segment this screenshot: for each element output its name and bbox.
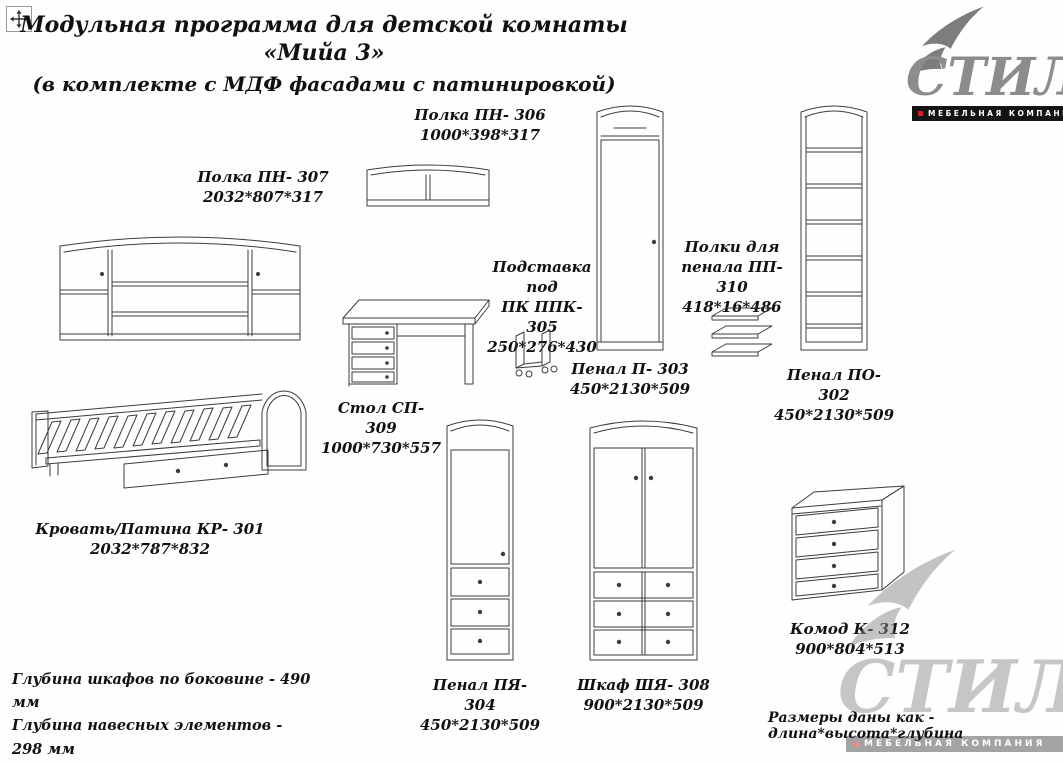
- logo-tagline: МЕБЕЛЬНАЯ КОМПАНИЯ: [864, 739, 1046, 749]
- drawing-shelf-pn307: [54, 212, 306, 347]
- drawing-pc-stand-ppk305: [506, 328, 560, 380]
- item-name: Пенал П- 303: [571, 360, 689, 378]
- item-name: пенала ПП- 310: [681, 257, 783, 296]
- drawing-shelf-boards-pp310: [702, 304, 780, 360]
- item-dims: 450*2130*509: [773, 405, 895, 424]
- item-dims: 2032*787*832: [89, 539, 211, 558]
- item-label-pn307: Полка ПН- 307 2032*807*317: [178, 168, 348, 208]
- item-dims: 1000*398*317: [419, 125, 541, 144]
- drawing-open-cabinet-po302: [796, 92, 872, 358]
- item-name: Пенал ПО- 302: [786, 366, 882, 404]
- item-name: Стол СП- 309: [337, 399, 425, 437]
- page-subtitle: (в комплекте с МДФ фасадами с патинировк…: [32, 72, 616, 96]
- drawing-shelf-pn306: [363, 156, 493, 212]
- drawing-desk-sp309: [337, 284, 493, 390]
- item-label-pn306: Полка ПН- 306 1000*398*317: [390, 106, 570, 146]
- item-name: Полки для: [684, 238, 780, 256]
- drawing-cabinet-p303: [592, 92, 668, 358]
- footnote-depth-cabinets: Глубина шкафов по боковине - 490 мм: [12, 671, 311, 712]
- footnote-depth-wall-units: Глубина навесных элементов - 298 мм: [12, 717, 283, 758]
- logo-red-square: [854, 741, 859, 747]
- brand-logo: СТИЛЬ МЕБЕЛЬНАЯ КОМПАНИЯ: [896, 0, 1063, 126]
- drawing-chest-k312: [786, 476, 914, 612]
- logo-tagline-bar: МЕБЕЛЬНАЯ КОМПАНИЯ: [846, 736, 1063, 752]
- item-label-kr301: Кровать/Патина КР- 301 2032*787*832: [30, 520, 270, 560]
- item-dims: 450*2130*509: [419, 715, 541, 734]
- logo-brand-name: СТИЛЬ: [906, 47, 1063, 108]
- item-name: Полка ПН- 306: [414, 106, 546, 124]
- item-label-pp310: Полки для пенала ПП- 310 418*16*486: [668, 238, 796, 318]
- item-dims: 418*16*486: [682, 297, 782, 316]
- item-label-shya308: Шкаф ШЯ- 308 900*2130*509: [576, 676, 711, 716]
- item-name: Пенал ПЯ- 304: [432, 676, 528, 714]
- item-label-sp309: Стол СП- 309 1000*730*557: [320, 399, 442, 459]
- logo-swoosh-icon: [908, 6, 984, 75]
- logo-red-square: [918, 111, 923, 116]
- dimensions-note: Размеры даны как - длина*высота*глубина: [768, 710, 964, 742]
- item-dims: 1000*730*557: [320, 438, 442, 457]
- logo-tagline: МЕБЕЛЬНАЯ КОМПАНИЯ: [928, 109, 1063, 118]
- logo-brand-name: СТИЛЬ: [838, 644, 1063, 729]
- item-dims: 2032*807*317: [202, 187, 324, 206]
- move-arrows-icon: [10, 10, 28, 28]
- item-name: Шкаф ШЯ- 308: [577, 676, 710, 694]
- brand-logo-watermark: СТИЛЬ МЕБЕЛЬНАЯ КОМПАНИЯ: [824, 546, 1063, 764]
- item-dims: 900*804*513: [795, 639, 905, 658]
- header: Модульная программа для детской комнаты …: [0, 12, 648, 96]
- item-name: Подставка под: [492, 258, 592, 296]
- item-name: Кровать/Патина КР- 301: [35, 520, 265, 538]
- logo-tagline-bar: МЕБЕЛЬНАЯ КОМПАНИЯ: [912, 106, 1063, 121]
- logo-swoosh-icon: [848, 549, 956, 647]
- item-label-p303: Пенал П- 303 450*2130*509: [567, 360, 693, 400]
- item-label-po302: Пенал ПО- 302 450*2130*509: [771, 366, 897, 426]
- drawing-drawer-cabinet-pya304: [442, 406, 518, 668]
- item-name: Полка ПН- 307: [197, 168, 329, 186]
- placeholder-image-icon: [6, 6, 32, 32]
- item-label-pya304: Пенал ПЯ- 304 450*2130*509: [417, 676, 543, 736]
- footnotes: Глубина шкафов по боковине - 490 мм Глуб…: [12, 668, 312, 764]
- drawing-bed-kr301: [28, 362, 310, 516]
- drawing-wardrobe-shya308: [586, 406, 701, 668]
- item-dims: 900*2130*509: [583, 695, 704, 714]
- item-dims: 450*2130*509: [569, 379, 691, 398]
- page-title: Модульная программа для детской комнаты …: [20, 12, 628, 66]
